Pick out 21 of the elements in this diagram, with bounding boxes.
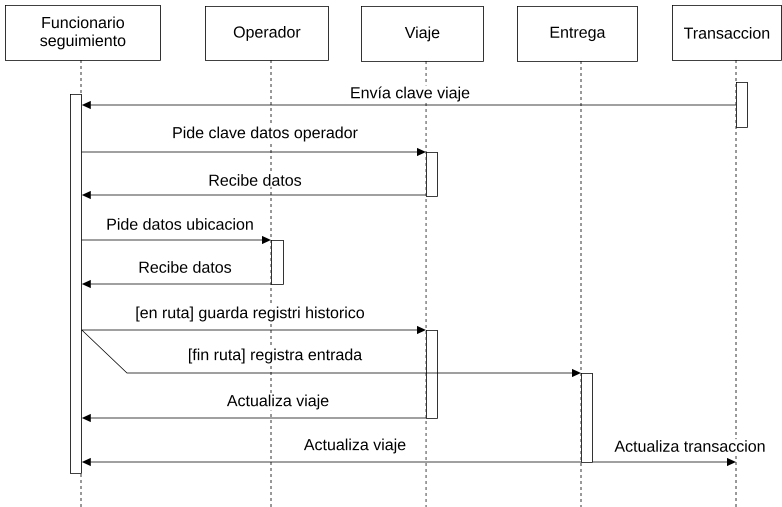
participant-box: Entrega xyxy=(517,6,638,62)
message-label: Recibe datos xyxy=(137,260,233,274)
message-label: Actualiza viaje xyxy=(302,438,408,454)
participant-box: Viaje xyxy=(361,6,484,62)
activation-bar xyxy=(736,82,748,128)
participant-box: Transaccion xyxy=(672,5,782,61)
activation-bar xyxy=(271,240,284,285)
message-label: Envía clave viaje xyxy=(348,85,472,103)
message-label: [en ruta] guarda registri historico xyxy=(134,306,366,322)
participant-box: Funcionario seguimiento xyxy=(5,5,161,61)
activation-bar xyxy=(581,373,593,463)
message-label: [fin ruta] registra entrada xyxy=(186,348,364,364)
message-label: Actualiza viaje xyxy=(226,394,330,410)
participant-box: Operador xyxy=(205,6,329,61)
message-label: Actualiza transaccion xyxy=(613,439,767,453)
message-label: Pide datos ubicacion xyxy=(105,217,255,231)
activation-bar xyxy=(70,94,82,474)
message-label: Recibe datos xyxy=(207,173,303,187)
activation-bar xyxy=(426,330,438,419)
message-label: Pide clave datos operador xyxy=(171,126,359,142)
activation-bar xyxy=(426,152,438,197)
